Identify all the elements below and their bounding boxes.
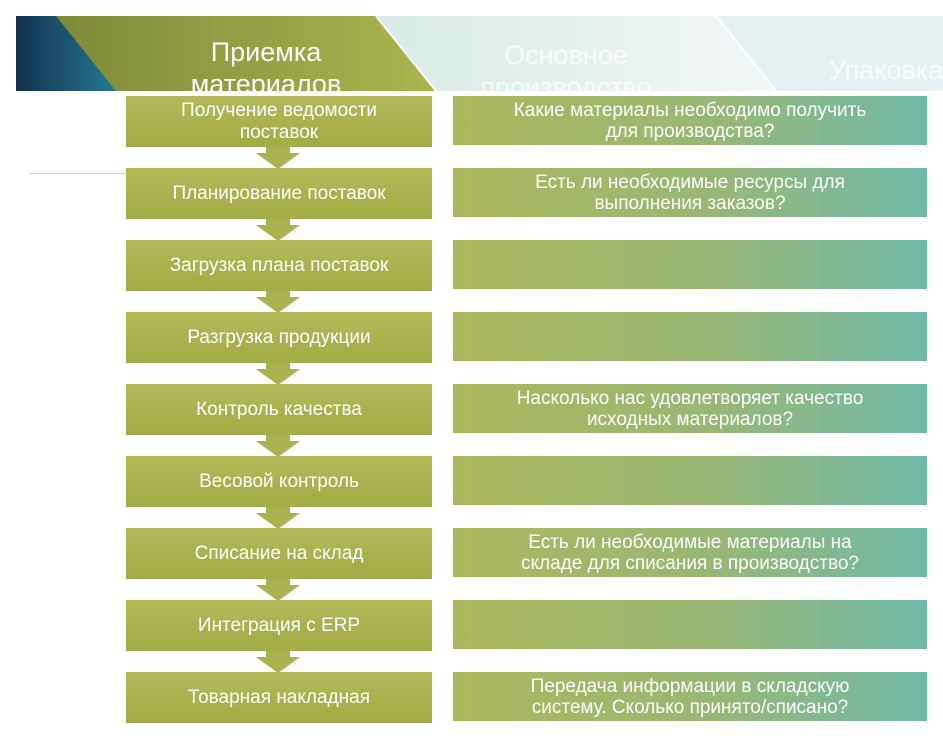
step-erp-integration: Интеграция с ERP xyxy=(126,600,432,651)
step-unloading-products: Разгрузка продукции xyxy=(126,312,432,363)
step-delivery-note: Товарная накладная xyxy=(126,672,432,723)
answer-step-4 xyxy=(453,312,927,361)
step-weight-control: Весовой контроль xyxy=(126,456,432,507)
step-supply-planning: Планирование поставок xyxy=(126,168,432,219)
down-arrow-icon xyxy=(256,147,300,169)
answer-step-3 xyxy=(453,240,927,289)
header-tab-3-shape xyxy=(716,16,943,91)
header-tab-materials-receiving: Приемка материалов xyxy=(190,37,342,99)
down-arrow-icon xyxy=(256,435,300,457)
down-arrow-icon xyxy=(256,651,300,673)
answer-step-1: Какие материалы необходимо получить для … xyxy=(453,96,927,145)
answer-step-7: Есть ли необходимые материалы на складе … xyxy=(453,528,927,577)
answer-step-5: Насколько нас удовлетворяет качество исх… xyxy=(453,384,927,433)
answer-step-6 xyxy=(453,456,927,505)
down-arrow-icon xyxy=(256,363,300,385)
answer-step-8 xyxy=(453,600,927,649)
down-arrow-icon xyxy=(256,219,300,241)
step-quality-control: Контроль качества xyxy=(126,384,432,435)
header-tab-active-shape xyxy=(56,16,436,91)
header-tab-packaging: Упаковка xyxy=(828,55,943,85)
step-receive-supply-statement: Получение ведомости поставок xyxy=(126,96,432,147)
down-arrow-icon xyxy=(256,291,300,313)
answer-step-2: Есть ли необходимые ресурсы для выполнен… xyxy=(453,168,927,217)
divider-line xyxy=(30,173,128,174)
down-arrow-icon xyxy=(256,507,300,529)
header-chevrons xyxy=(16,16,943,91)
answer-step-9: Передача информации в складскую систему.… xyxy=(453,672,927,721)
step-load-supply-plan: Загрузка плана поставок xyxy=(126,240,432,291)
header-tab-2-shape xyxy=(376,16,776,91)
process-header: Приемка материалов Основное производство… xyxy=(16,16,943,102)
down-arrow-icon xyxy=(256,579,300,601)
step-write-off-to-warehouse: Списание на склад xyxy=(126,528,432,579)
